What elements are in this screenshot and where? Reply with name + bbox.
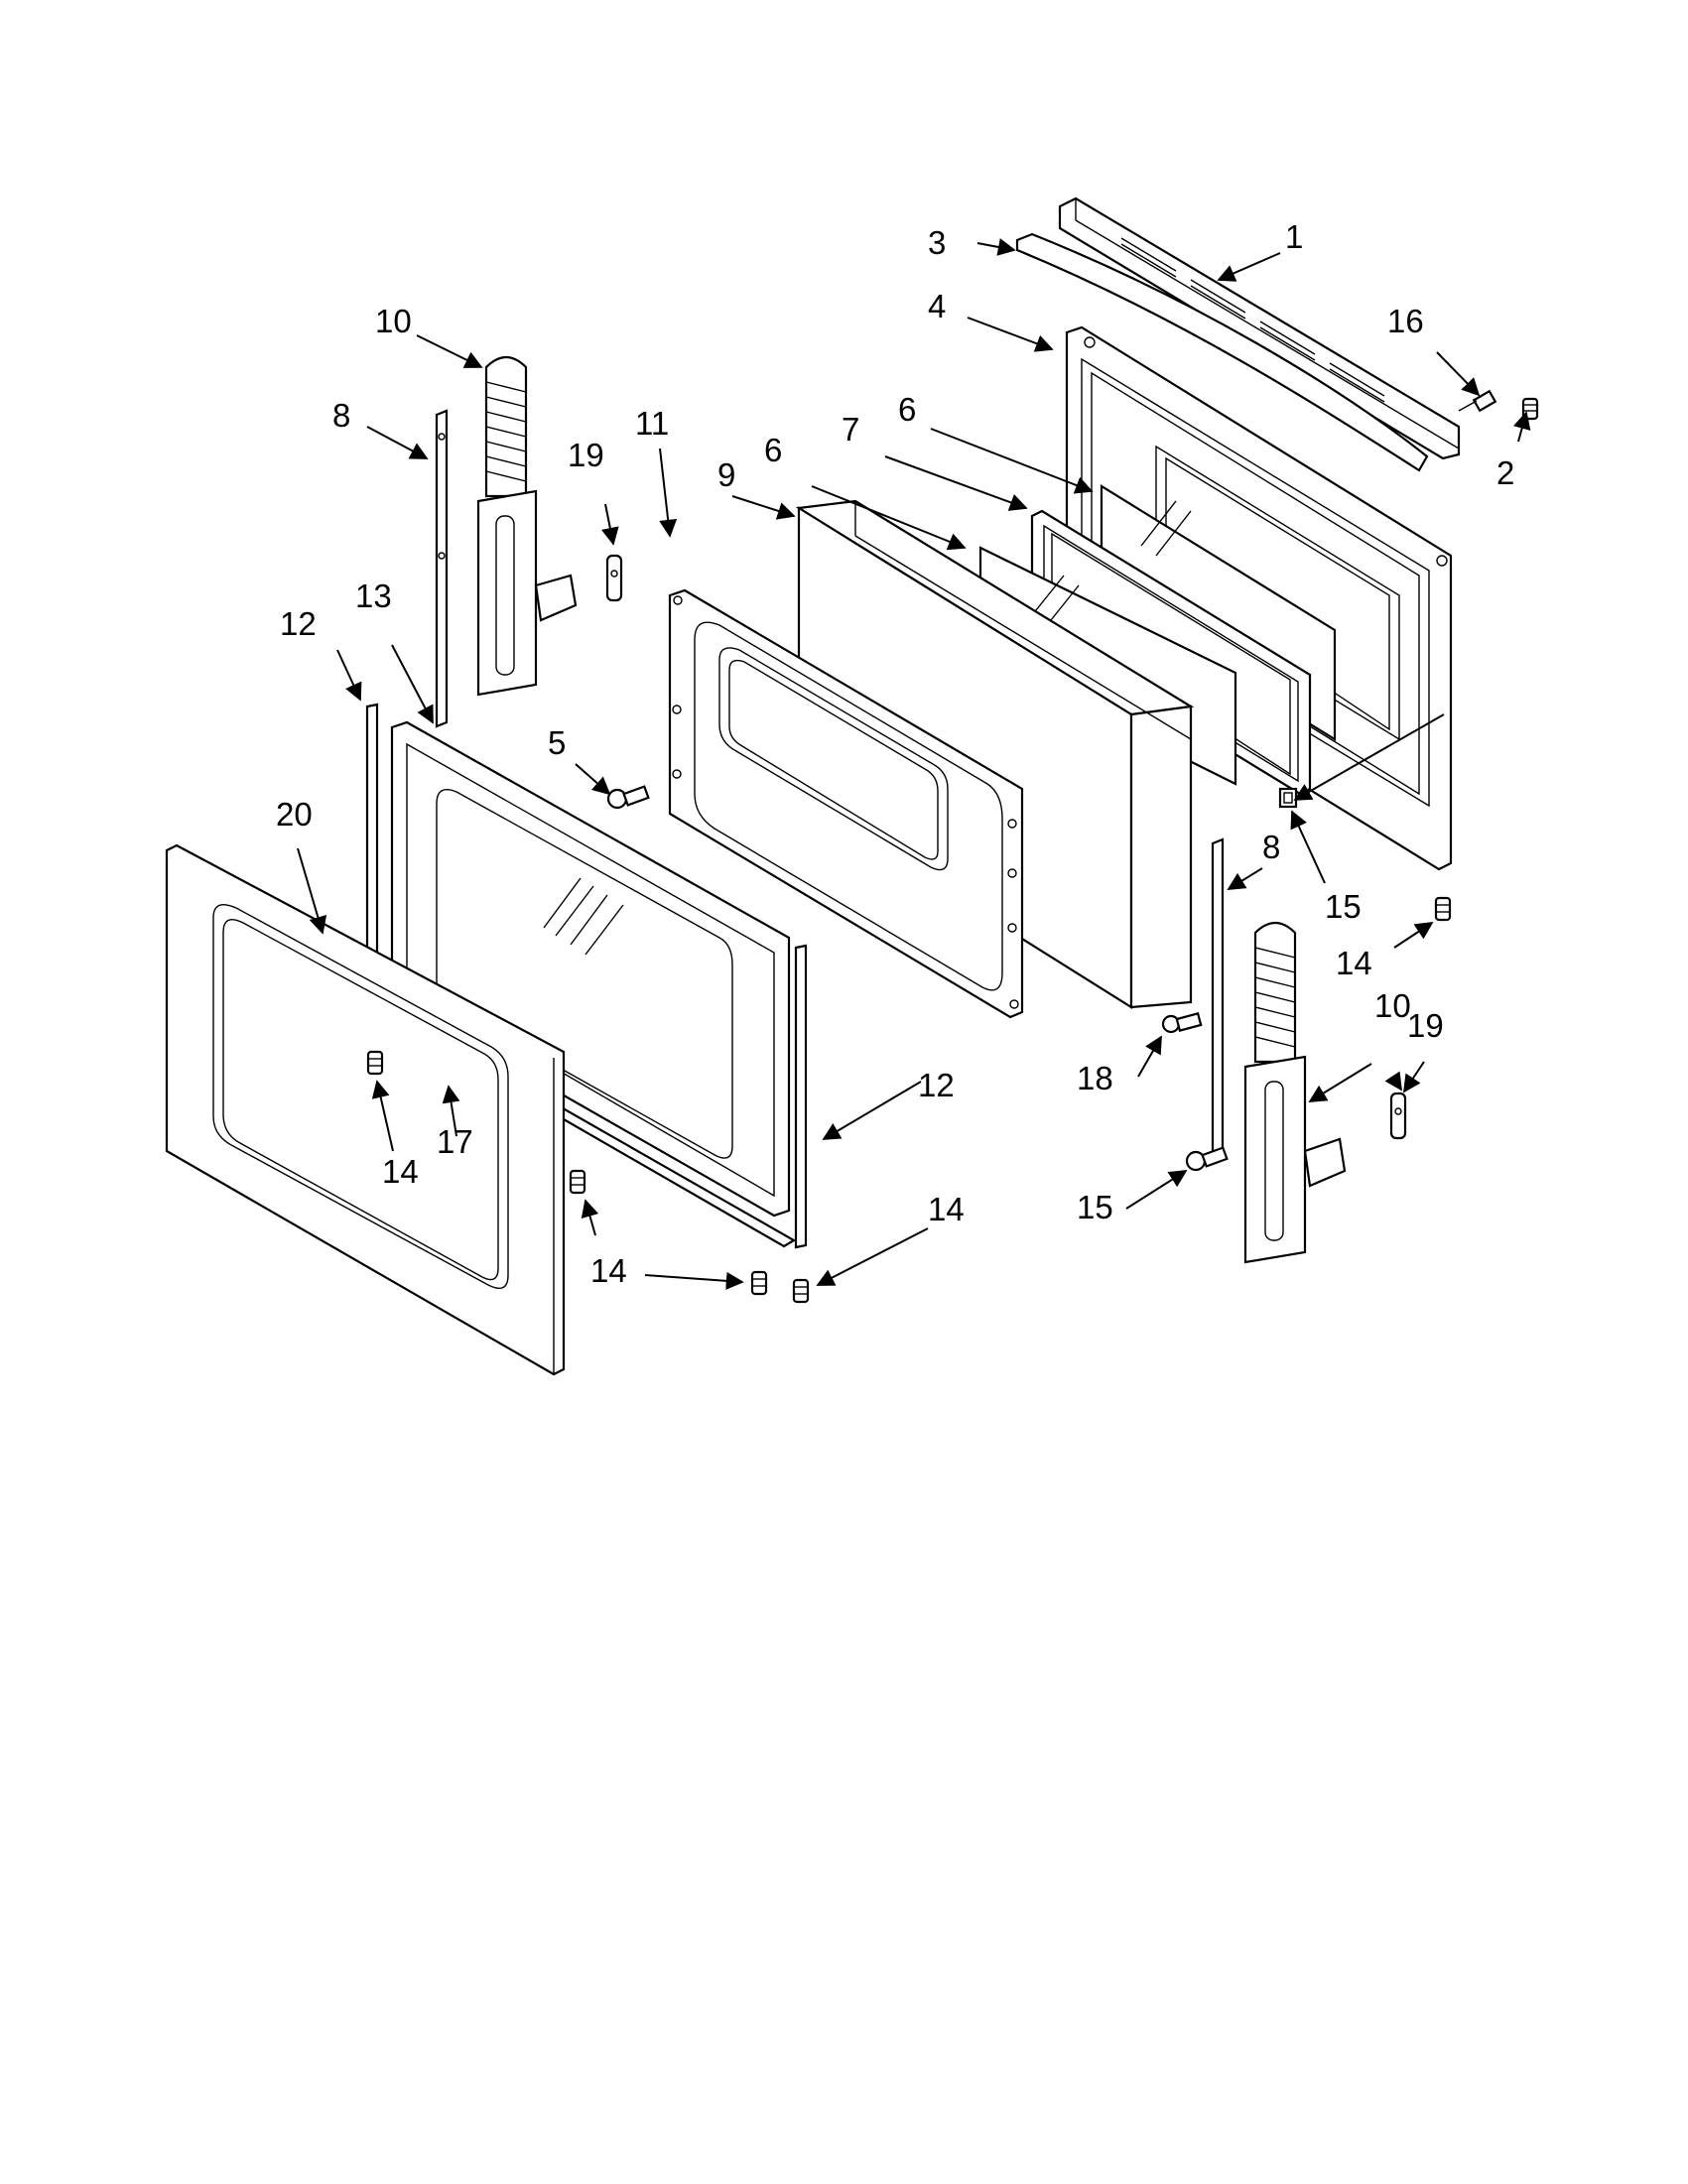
callout-1: 1: [1285, 218, 1303, 255]
callout-11: 11: [635, 405, 669, 442]
callout-20: 20: [276, 796, 313, 833]
screw-14-right-panel: [1434, 896, 1452, 922]
callout-18: 18: [1077, 1060, 1113, 1096]
hinge-left: [476, 355, 578, 697]
callout-8-right: 8: [1262, 829, 1280, 865]
hinge-cover-19-left: [605, 554, 623, 602]
screw-14-bottom-a: [569, 1169, 586, 1195]
callout-12-right: 12: [918, 1067, 955, 1103]
callout-15-upper: 15: [1325, 888, 1362, 925]
screw-14-left: [366, 1050, 384, 1076]
callout-14-bottom-a: 14: [590, 1252, 627, 1289]
screw-16: [1458, 389, 1497, 413]
callout-19-right: 19: [1407, 1007, 1444, 1044]
hinge-receiver-left: [435, 409, 449, 728]
screw-14-bottom-b: [750, 1270, 768, 1296]
callout-8-left: 8: [332, 397, 350, 434]
callout-10-left: 10: [375, 303, 412, 339]
callout-7: 7: [842, 411, 859, 448]
callout-5: 5: [548, 724, 566, 761]
screw-18: [1161, 1012, 1203, 1034]
side-trim-12-right: [794, 944, 808, 1249]
callout-14-left: 14: [382, 1153, 419, 1190]
callout-4: 4: [928, 288, 946, 324]
hinge-cover-19-right: [1389, 1092, 1407, 1140]
door-handle: [1015, 232, 1429, 472]
door-top-trim: [1058, 196, 1461, 460]
clip-15-upper: [1278, 787, 1298, 809]
leader-lines: [297, 238, 1531, 1290]
callout-16: 16: [1387, 303, 1424, 339]
callout-6-upper: 6: [898, 391, 916, 428]
inner-door-liner: [668, 588, 1024, 1019]
screw-5: [606, 785, 650, 810]
outer-door-panel: [165, 843, 566, 1376]
callout-13: 13: [355, 578, 392, 614]
hinge-receiver-right: [1211, 837, 1225, 1157]
screw-14-bottom-c: [792, 1278, 810, 1304]
callout-15-lower: 15: [1077, 1189, 1113, 1225]
screw-15-lower: [1185, 1146, 1229, 1172]
callout-10-right: 10: [1374, 987, 1411, 1024]
callout-2: 2: [1496, 454, 1514, 491]
callout-9: 9: [717, 456, 735, 493]
callout-17: 17: [437, 1123, 473, 1160]
callout-19-left: 19: [568, 437, 604, 473]
callout-3: 3: [928, 224, 946, 261]
callout-14-bottom-b: 14: [928, 1191, 965, 1227]
callout-6-lower: 6: [764, 432, 782, 468]
callout-12-left: 12: [280, 605, 317, 642]
callout-14-right-panel: 14: [1336, 945, 1372, 981]
hinge-right: [1243, 921, 1347, 1264]
callout-labels: 1 2 3 4 5 6 6 7 8 8 9 10 10 11 12 12 13 …: [276, 218, 1514, 1289]
